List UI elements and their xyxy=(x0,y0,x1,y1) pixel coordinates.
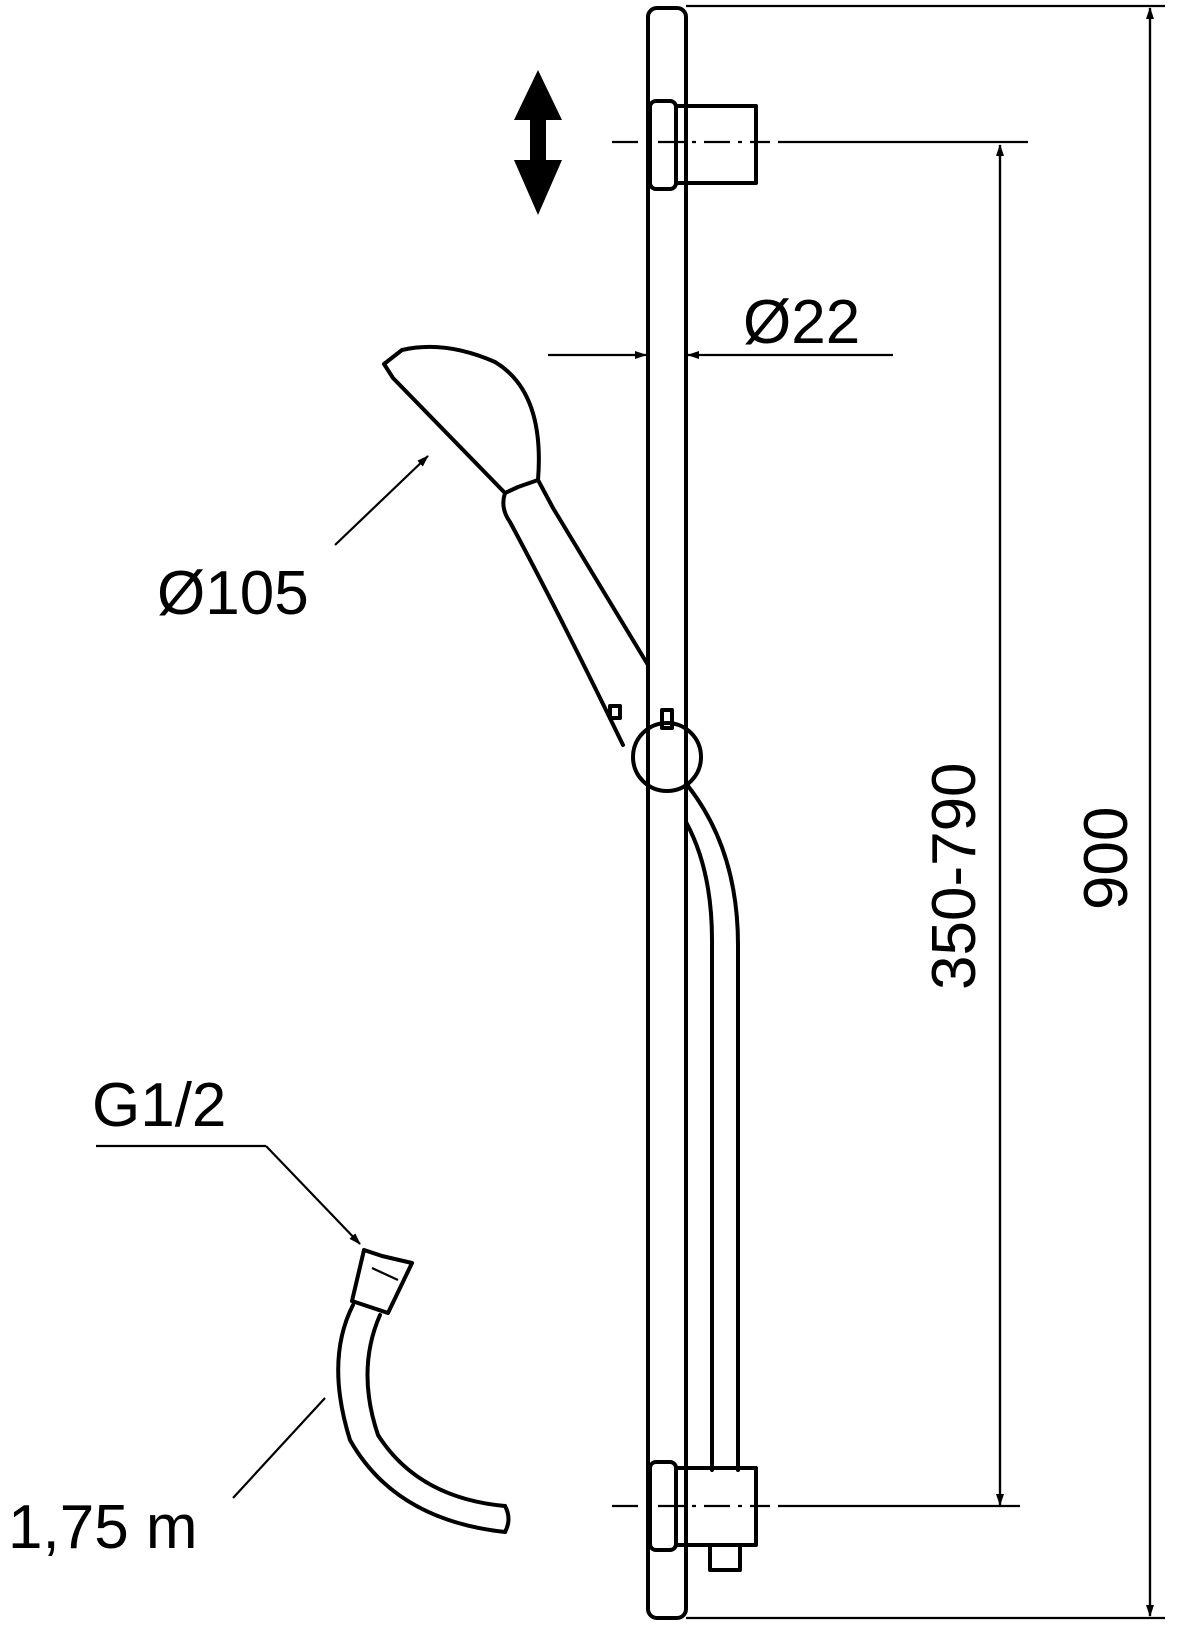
bottom-wall-bracket xyxy=(612,1460,1020,1572)
bracket-span-label: 350-790 xyxy=(920,762,989,990)
rail-length-dimension: 900 xyxy=(686,4,1165,1620)
slider-adjust-arrow-icon xyxy=(514,70,562,215)
hose-connection-label: G1/2 xyxy=(92,1071,226,1140)
head-diameter-dimension: Ø105 xyxy=(157,455,429,628)
rail-length-label: 900 xyxy=(1072,807,1141,910)
hand-shower xyxy=(382,344,674,747)
rail-hose xyxy=(684,784,740,1472)
rail-diameter-label: Ø22 xyxy=(743,288,860,357)
hose-length-leader: 1,75 m xyxy=(8,1397,326,1562)
loose-hose xyxy=(336,1248,511,1534)
rail-diameter-dimension: Ø22 xyxy=(548,288,893,359)
hose-length-label: 1,75 m xyxy=(8,1493,198,1562)
head-diameter-label: Ø105 xyxy=(157,559,309,628)
slider xyxy=(631,721,703,793)
bracket-span-dimension: 350-790 xyxy=(920,144,1004,1506)
hose-connection-leader: G1/2 xyxy=(92,1071,361,1245)
top-wall-bracket xyxy=(612,99,1028,191)
wall-rail xyxy=(646,6,688,1620)
